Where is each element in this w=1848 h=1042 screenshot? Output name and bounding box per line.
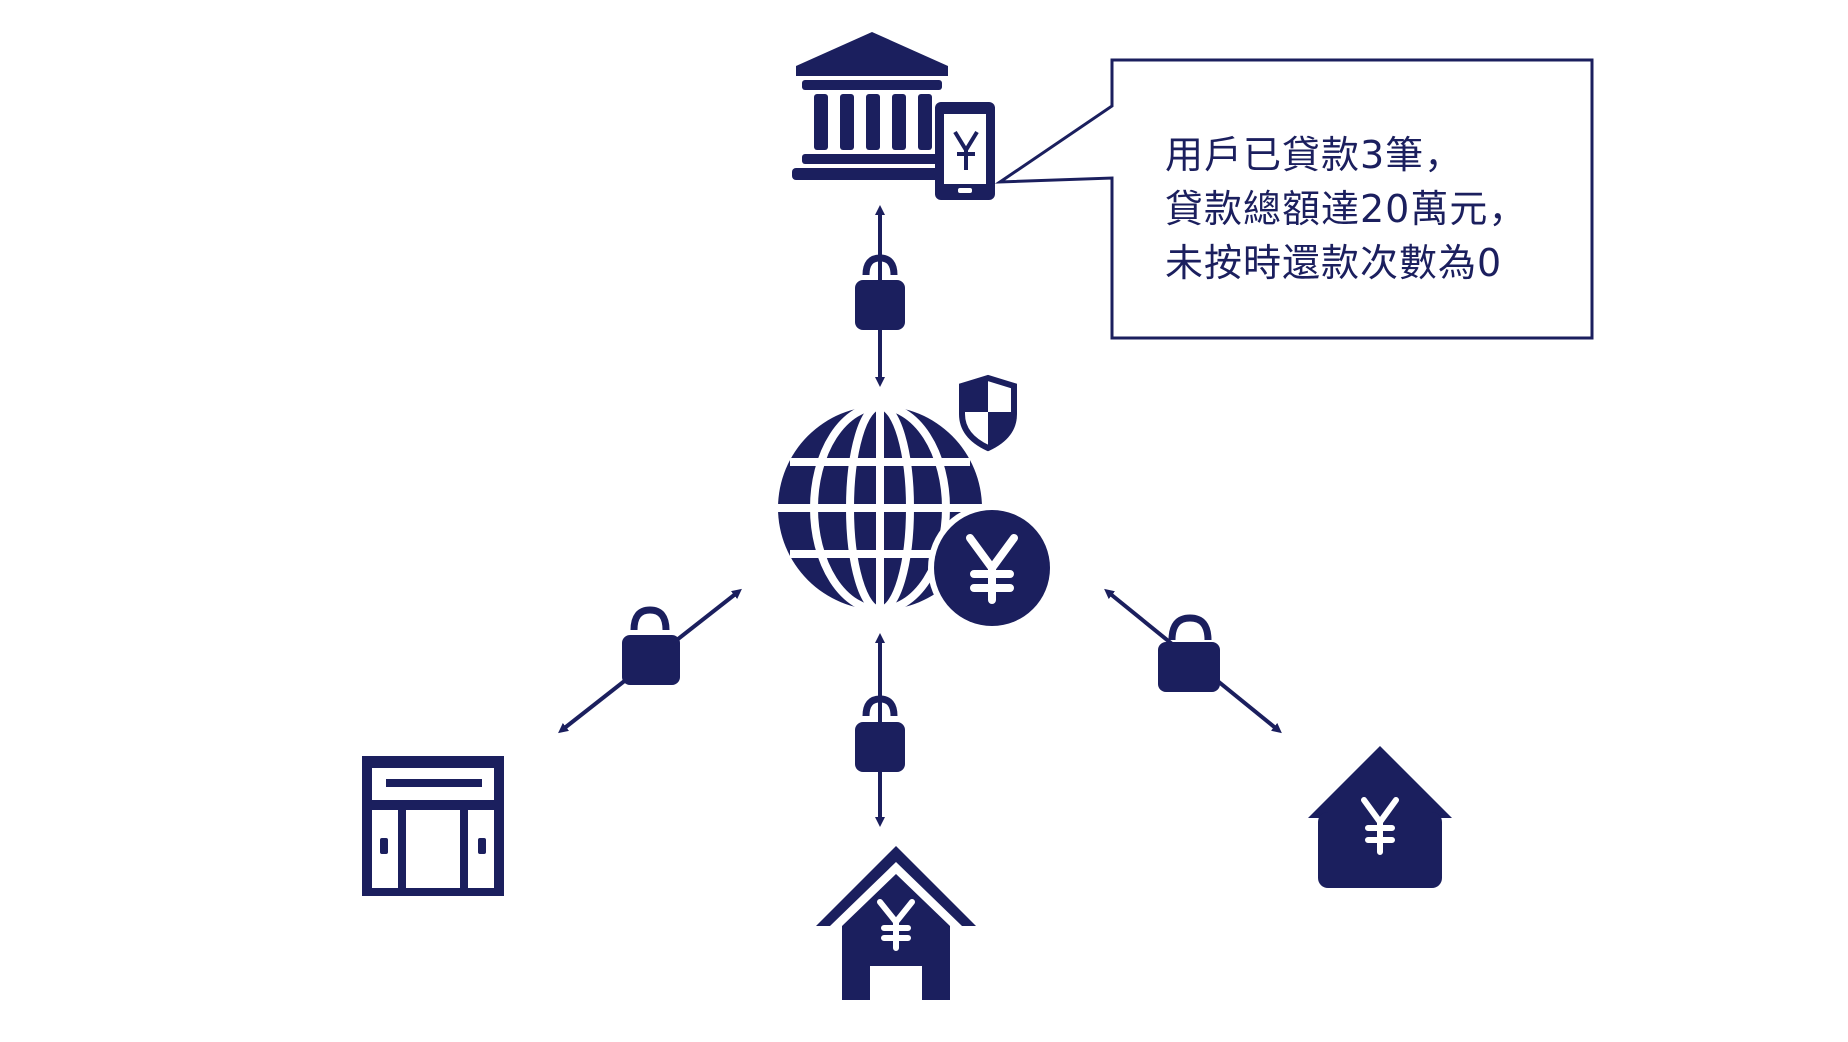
- connector-bottom: [855, 633, 905, 827]
- home-yuan-icon: [1308, 746, 1452, 888]
- callout-line-2: 貸款總額達20萬元，: [1165, 187, 1528, 231]
- store-icon: [362, 756, 504, 896]
- callout-bubble: [994, 58, 1594, 340]
- yuan-coin-icon: [928, 504, 1056, 632]
- connector-right: [1104, 588, 1282, 734]
- phone-yuan-icon: [935, 102, 995, 200]
- house-yuan-icon: [816, 846, 976, 1000]
- callout-text: 用戶已貸款3筆， 貸款總額達20萬元， 未按時還款次數為0: [1165, 128, 1585, 290]
- connector-top: [855, 205, 905, 387]
- callout-line-3: 未按時還款次數為0: [1165, 241, 1503, 285]
- connector-left: [558, 588, 742, 734]
- callout-line-1: 用戶已貸款3筆，: [1165, 133, 1464, 177]
- shield-icon: [951, 366, 1025, 460]
- bank-icon: [792, 32, 952, 180]
